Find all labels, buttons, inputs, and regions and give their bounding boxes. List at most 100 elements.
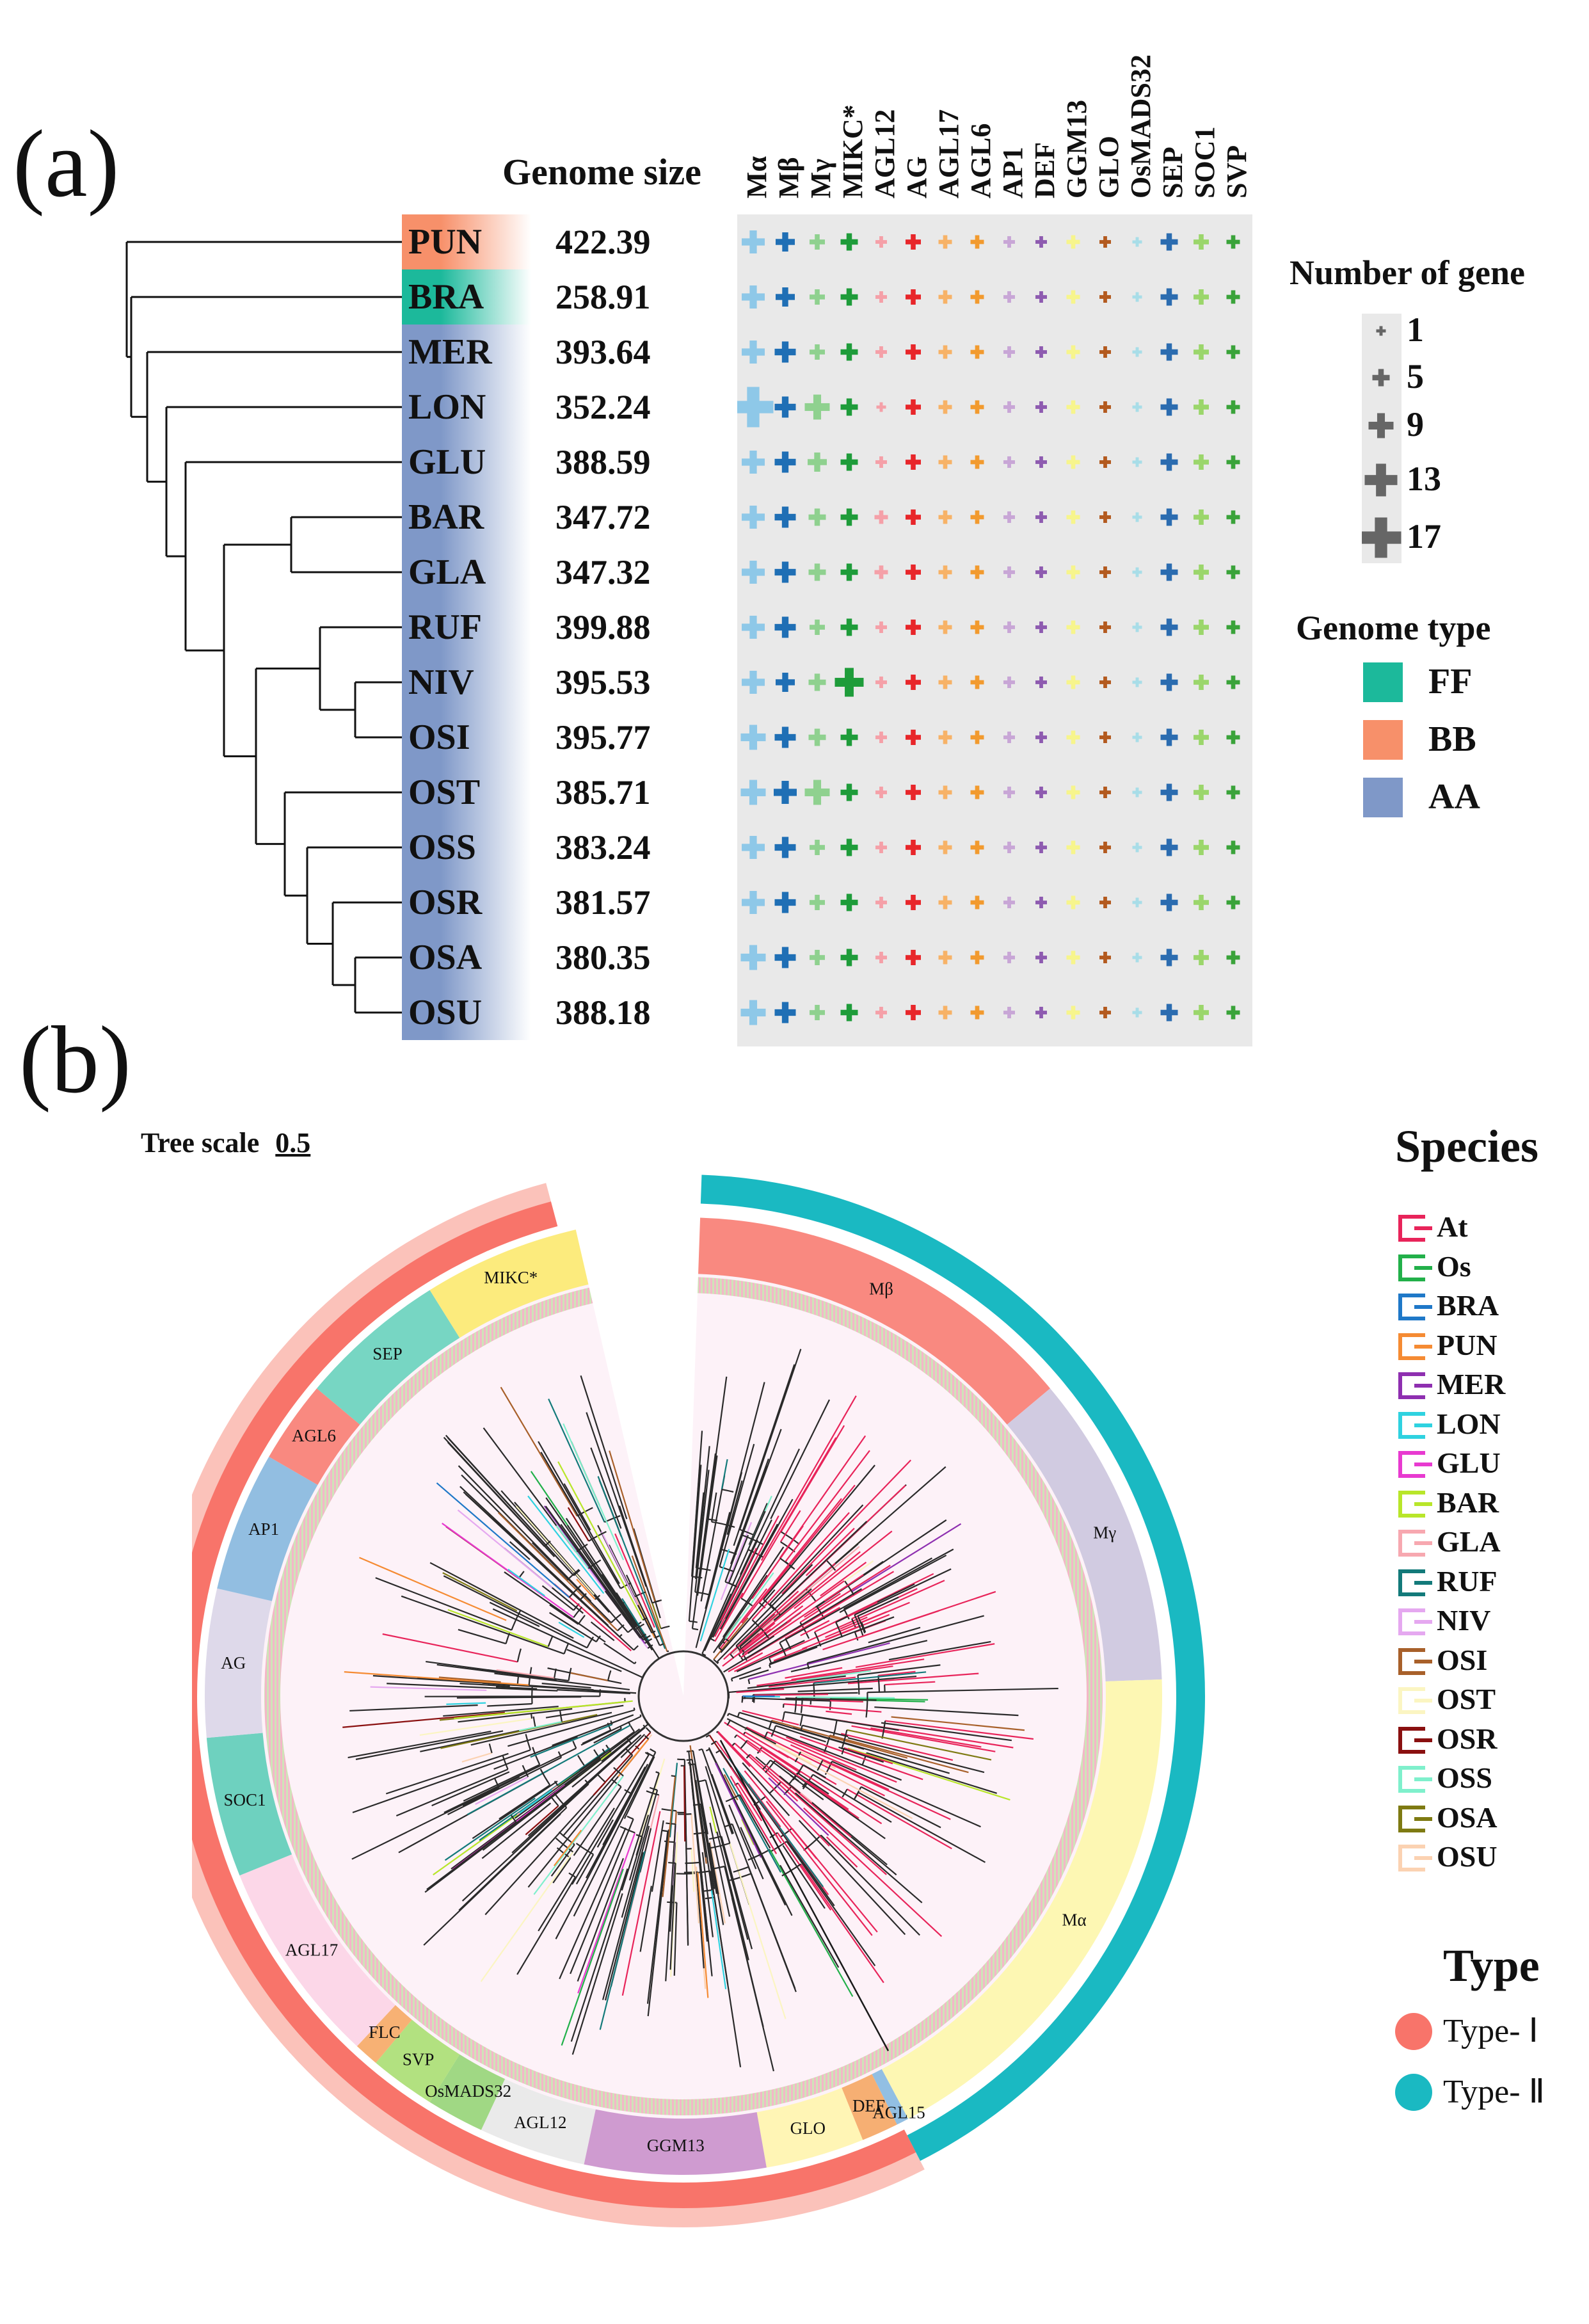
gene-count-mark — [1003, 236, 1015, 248]
tree-branch — [811, 1802, 888, 1866]
tree-branch — [844, 1560, 874, 1582]
tree-branch — [731, 1667, 762, 1679]
tree-branch — [746, 1740, 859, 1819]
legend-species-tick — [1414, 1463, 1432, 1466]
legend-gene-value: 17 — [1407, 517, 1441, 556]
clade-arc — [481, 2079, 596, 2165]
tree-branch — [829, 1698, 832, 1710]
tree-branch — [545, 1704, 624, 1719]
gene-count-mark — [774, 947, 796, 968]
tree-branch — [555, 1525, 589, 1569]
tree-branch — [705, 1749, 710, 1752]
gene-count-mark — [875, 621, 887, 633]
gene-count-mark — [1194, 730, 1209, 745]
tree-branch — [559, 1827, 627, 1980]
tree-branch — [619, 1825, 635, 1834]
tree-branch — [607, 1722, 612, 1731]
tree-branch — [734, 1782, 739, 1786]
gene-count-mark — [1132, 567, 1142, 577]
tree-branch — [813, 1631, 822, 1647]
tree-branch — [728, 1675, 917, 1694]
legend-type-swatch — [1395, 2013, 1432, 2050]
gene-count-mark — [742, 561, 765, 584]
legend-species-label: NIV — [1437, 1604, 1491, 1637]
gene-count-mark — [1003, 952, 1015, 963]
tree-branch — [593, 1749, 602, 1760]
tree-branch — [558, 1831, 575, 1845]
tree-branch — [891, 1716, 1025, 1731]
tree-branch — [516, 1648, 522, 1662]
tree-branch — [552, 1714, 634, 1747]
tree-branch — [740, 1656, 744, 1661]
tree-branch — [700, 1475, 726, 1602]
gene-count-mark — [1160, 783, 1178, 801]
gene-count-mark — [1226, 235, 1240, 249]
tree-branch — [705, 1512, 731, 1609]
tree-branch — [844, 1580, 855, 1596]
gene-count-mark — [810, 950, 825, 965]
tree-branch — [602, 1748, 606, 1753]
genome-size-value: 383.24 — [555, 828, 651, 867]
gene-count-mark — [810, 620, 825, 635]
tree-branch — [747, 1783, 781, 1828]
tree-branch — [728, 1713, 902, 1781]
tree-branch — [786, 1841, 876, 1967]
tree-branch — [651, 1600, 660, 1604]
tree-branch — [790, 1744, 890, 1791]
tree-branch — [618, 1738, 650, 1777]
tree-branch — [724, 1572, 774, 1640]
species-box-LON — [402, 380, 531, 435]
tree-branch — [740, 1598, 753, 1607]
species-box-BRA — [402, 269, 531, 325]
tree-branch — [802, 1764, 826, 1779]
tree-branch — [627, 1721, 631, 1726]
tree-branch — [355, 1730, 504, 1760]
gene-count-mark — [906, 454, 921, 470]
gene-count-mark — [970, 400, 984, 414]
tree-branch — [570, 1672, 609, 1681]
tree-branch — [623, 1756, 655, 1819]
tree-branch — [698, 1870, 711, 1873]
species-box-RUF — [402, 600, 531, 655]
gene-count-mark — [1035, 1007, 1047, 1018]
gene-count-mark — [774, 341, 796, 363]
legend-species-label: At — [1437, 1210, 1468, 1243]
tree-branch — [790, 1640, 928, 1672]
tree-branch — [763, 1599, 776, 1611]
tree-branch — [349, 1704, 478, 1712]
gene-count-mark — [1132, 842, 1142, 853]
gene-count-mark — [1066, 1006, 1080, 1020]
tree-branch — [728, 1535, 749, 1583]
tree-branch — [433, 1765, 586, 1876]
legend-species-label: MER — [1437, 1368, 1506, 1400]
tree-branch — [667, 1650, 669, 1653]
gene-count-mark — [1003, 621, 1015, 633]
legend-species-label: PUN — [1437, 1328, 1497, 1361]
gene-count-mark — [774, 561, 796, 583]
tree-branch — [669, 1763, 678, 1838]
gene-count-mark — [840, 508, 858, 526]
gene-count-mark — [906, 289, 921, 305]
tree-branch — [796, 1670, 872, 1682]
tree-branch — [570, 1868, 628, 2042]
tree-branch — [419, 1717, 532, 1736]
tree-branch — [600, 1531, 639, 1606]
gene-count-mark — [1160, 563, 1178, 581]
tree-branch — [568, 1667, 572, 1681]
tree-branch — [691, 1814, 699, 1923]
tree-branch — [552, 1857, 571, 1884]
gene-count-mark — [1160, 838, 1178, 856]
gene-count-mark — [774, 892, 796, 913]
tree-branch — [720, 1548, 757, 1621]
species-label: NIV — [408, 662, 474, 702]
tree-branch — [802, 1780, 808, 1788]
gene-count-mark — [808, 563, 826, 581]
legend-species-tick — [1414, 1502, 1432, 1506]
tree-branch — [739, 1623, 776, 1652]
circular-phylogeny: MβMγMαAGL15DEFGLOGGM13AGL12OsMADS32SVPFL… — [192, 1174, 1205, 2227]
tree-branch — [841, 1747, 845, 1755]
tree-branch — [655, 1771, 660, 1774]
tree-branch — [797, 1687, 873, 1692]
tree-branch — [387, 1683, 558, 1692]
gene-count-mark — [1194, 675, 1209, 690]
